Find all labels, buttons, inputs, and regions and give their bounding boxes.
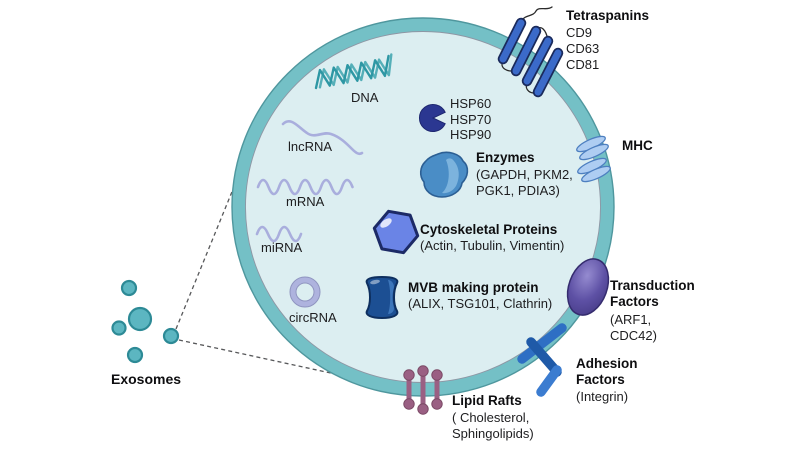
enzymes-sub: (GAPDH, PKM2, PGK1, PDIA3) [476,167,573,198]
enzymes-blob-shape [419,151,469,198]
dna-label: DNA [351,90,379,105]
hsp-protein-shape [418,104,446,132]
transduction-sub: (ARF1, CDC42) [610,312,657,343]
tetraspanin-item: CD63 [566,41,600,56]
cytoskeletal-sub: (Actin, Tubulin, Vimentin) [420,238,565,253]
adhesion-sub: (Integrin) [576,389,629,404]
tetraspanins-items: CD9 CD63 CD81 [566,25,599,73]
exosomes-label: Exosomes [111,371,182,387]
tetraspanins-title: Tetraspanins [566,8,650,23]
transduction-factor-shape [566,258,610,316]
cytoskeletal-hexagon-shape [372,209,420,255]
transduction-title: Transduction Factors [610,278,695,309]
hsp-labels: HSP60 HSP70 HSP90 [450,96,491,143]
dna-helix-shape [314,53,393,90]
adhesion-title: Adhesion Factors [576,356,638,387]
mirna-wave-shape [255,225,303,243]
callout-dashed-lines [175,176,350,378]
mirna-label: miRNA [261,240,303,255]
lncrna-label: lncRNA [288,139,333,154]
mvb-sub: (ALIX, TSG101, Clathrin) [408,296,553,311]
mhc-shape [576,135,611,183]
tetraspanins-shape [497,6,564,98]
enzymes-title: Enzymes [476,150,535,165]
mvb-protein-shape [365,276,399,319]
hsp-item: HSP60 [450,96,492,111]
hsp-item: HSP70 [450,111,492,127]
mrna-label: mRNA [286,194,325,209]
lncrna-strand-shape [281,120,364,156]
circrna-label: circRNA [289,310,337,325]
exosome-cluster-shape [111,279,180,364]
lipid-rafts-shape [403,365,443,415]
circrna-ring-shape [289,276,321,308]
adhesion-factor-shape [517,323,567,397]
exosome-membrane [231,17,615,397]
lipid-rafts-title: Lipid Rafts [452,393,522,408]
lipid-rafts-sub: ( Cholesterol, Sphingolipids) [452,410,534,441]
hsp-item: HSP90 [450,127,492,142]
mhc-label: MHC [622,138,653,153]
mvb-title: MVB making protein [408,280,539,295]
cytoskeletal-title: Cytoskeletal Proteins [420,222,558,237]
tetraspanin-item: CD81 [566,57,600,72]
tetraspanin-item: CD9 [566,25,593,40]
mrna-wave-shape [256,178,354,196]
